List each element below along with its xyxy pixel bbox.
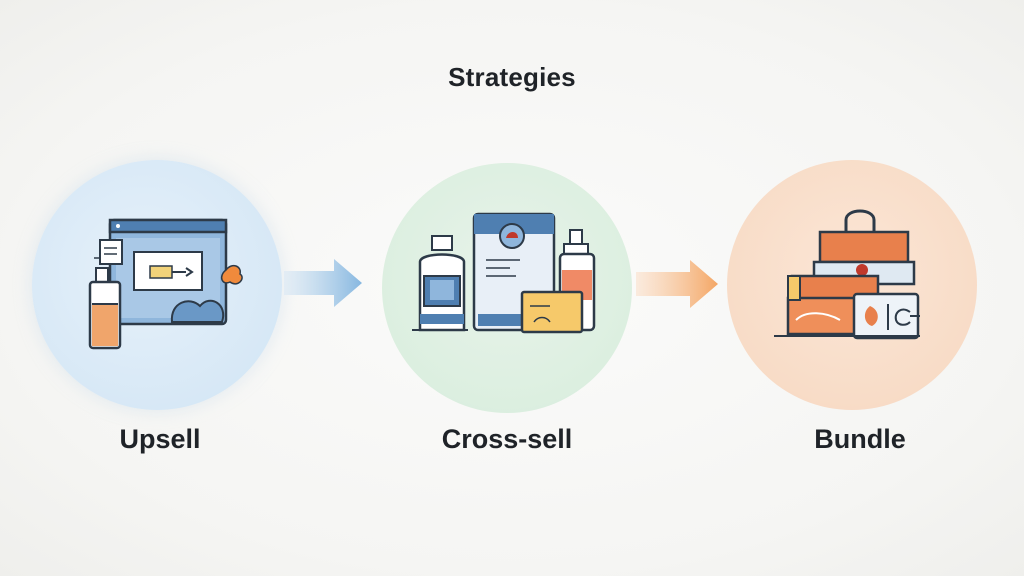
- arrow-right-icon: [636, 260, 718, 308]
- diagram-title: Strategies: [448, 62, 576, 92]
- arrow-right-icon: [284, 259, 362, 307]
- step-label-cross-sell: Cross-sell: [441, 424, 573, 454]
- step-label-upsell: Upsell: [119, 424, 201, 454]
- browser-upgrade-icon: [88, 218, 243, 350]
- step-label-bundle: Bundle: [814, 424, 906, 454]
- related-products-icon: [412, 212, 596, 334]
- bundled-packages-icon: [774, 209, 920, 340]
